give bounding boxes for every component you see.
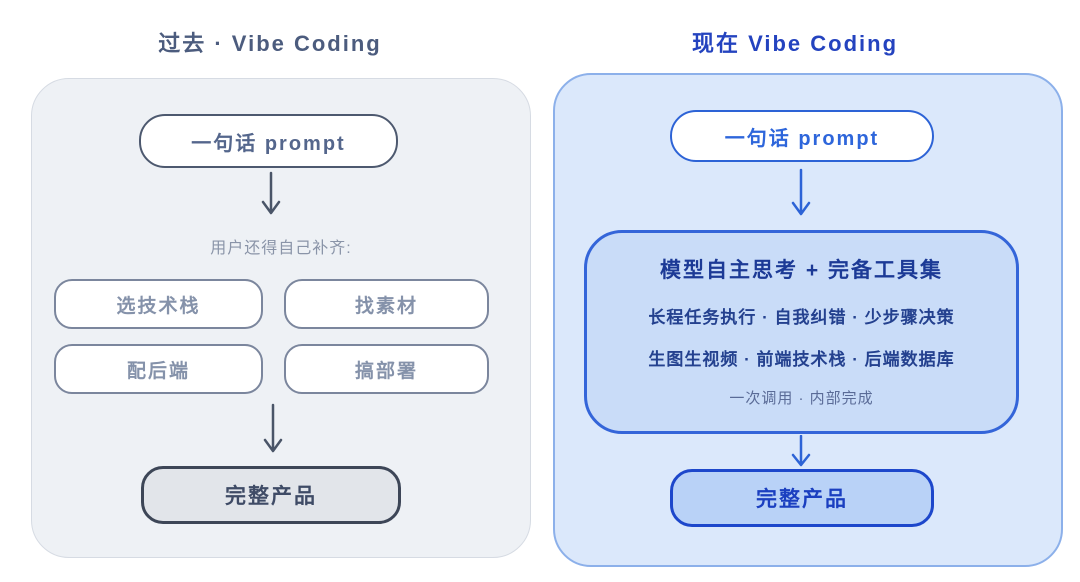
task-box-assets: 找素材 (284, 279, 489, 329)
past-panel: 一句话 prompt 用户还得自己补齐: 选技术栈 找素材 配后端 搞部署 完整… (31, 78, 531, 558)
task-box-backend: 配后端 (54, 344, 263, 394)
engine-capability-line: 生图生视频 · 前端技术栈 · 后端数据库 (648, 350, 955, 369)
engine-footnote: 一次调用 · 内部完成 (729, 390, 874, 407)
engine-capability-line: 长程任务执行 · 自我纠错 · 少步骤决策 (648, 308, 955, 327)
engine-box: 模型自主思考 + 完备工具集 长程任务执行 · 自我纠错 · 少步骤决策 生图生… (584, 230, 1019, 434)
past-title: 过去 · Vibe Coding (158, 31, 382, 56)
past-note-label: 用户还得自己补齐: (210, 240, 352, 257)
down-arrow-icon (261, 403, 285, 455)
now-panel: 一句话 prompt 模型自主思考 + 完备工具集 长程任务执行 · 自我纠错 … (553, 73, 1063, 567)
past-result-box: 完整产品 (141, 466, 401, 524)
down-arrow-icon (789, 435, 813, 469)
engine-heading: 模型自主思考 + 完备工具集 (660, 259, 943, 282)
now-result-box: 完整产品 (670, 469, 934, 527)
task-box-deploy: 搞部署 (284, 344, 489, 394)
now-prompt-box: 一句话 prompt (670, 110, 934, 162)
now-title: 现在 Vibe Coding (691, 31, 899, 56)
past-prompt-box: 一句话 prompt (139, 114, 398, 168)
task-box-tech-stack: 选技术栈 (54, 279, 263, 329)
down-arrow-icon (789, 168, 813, 218)
down-arrow-icon (259, 171, 283, 217)
